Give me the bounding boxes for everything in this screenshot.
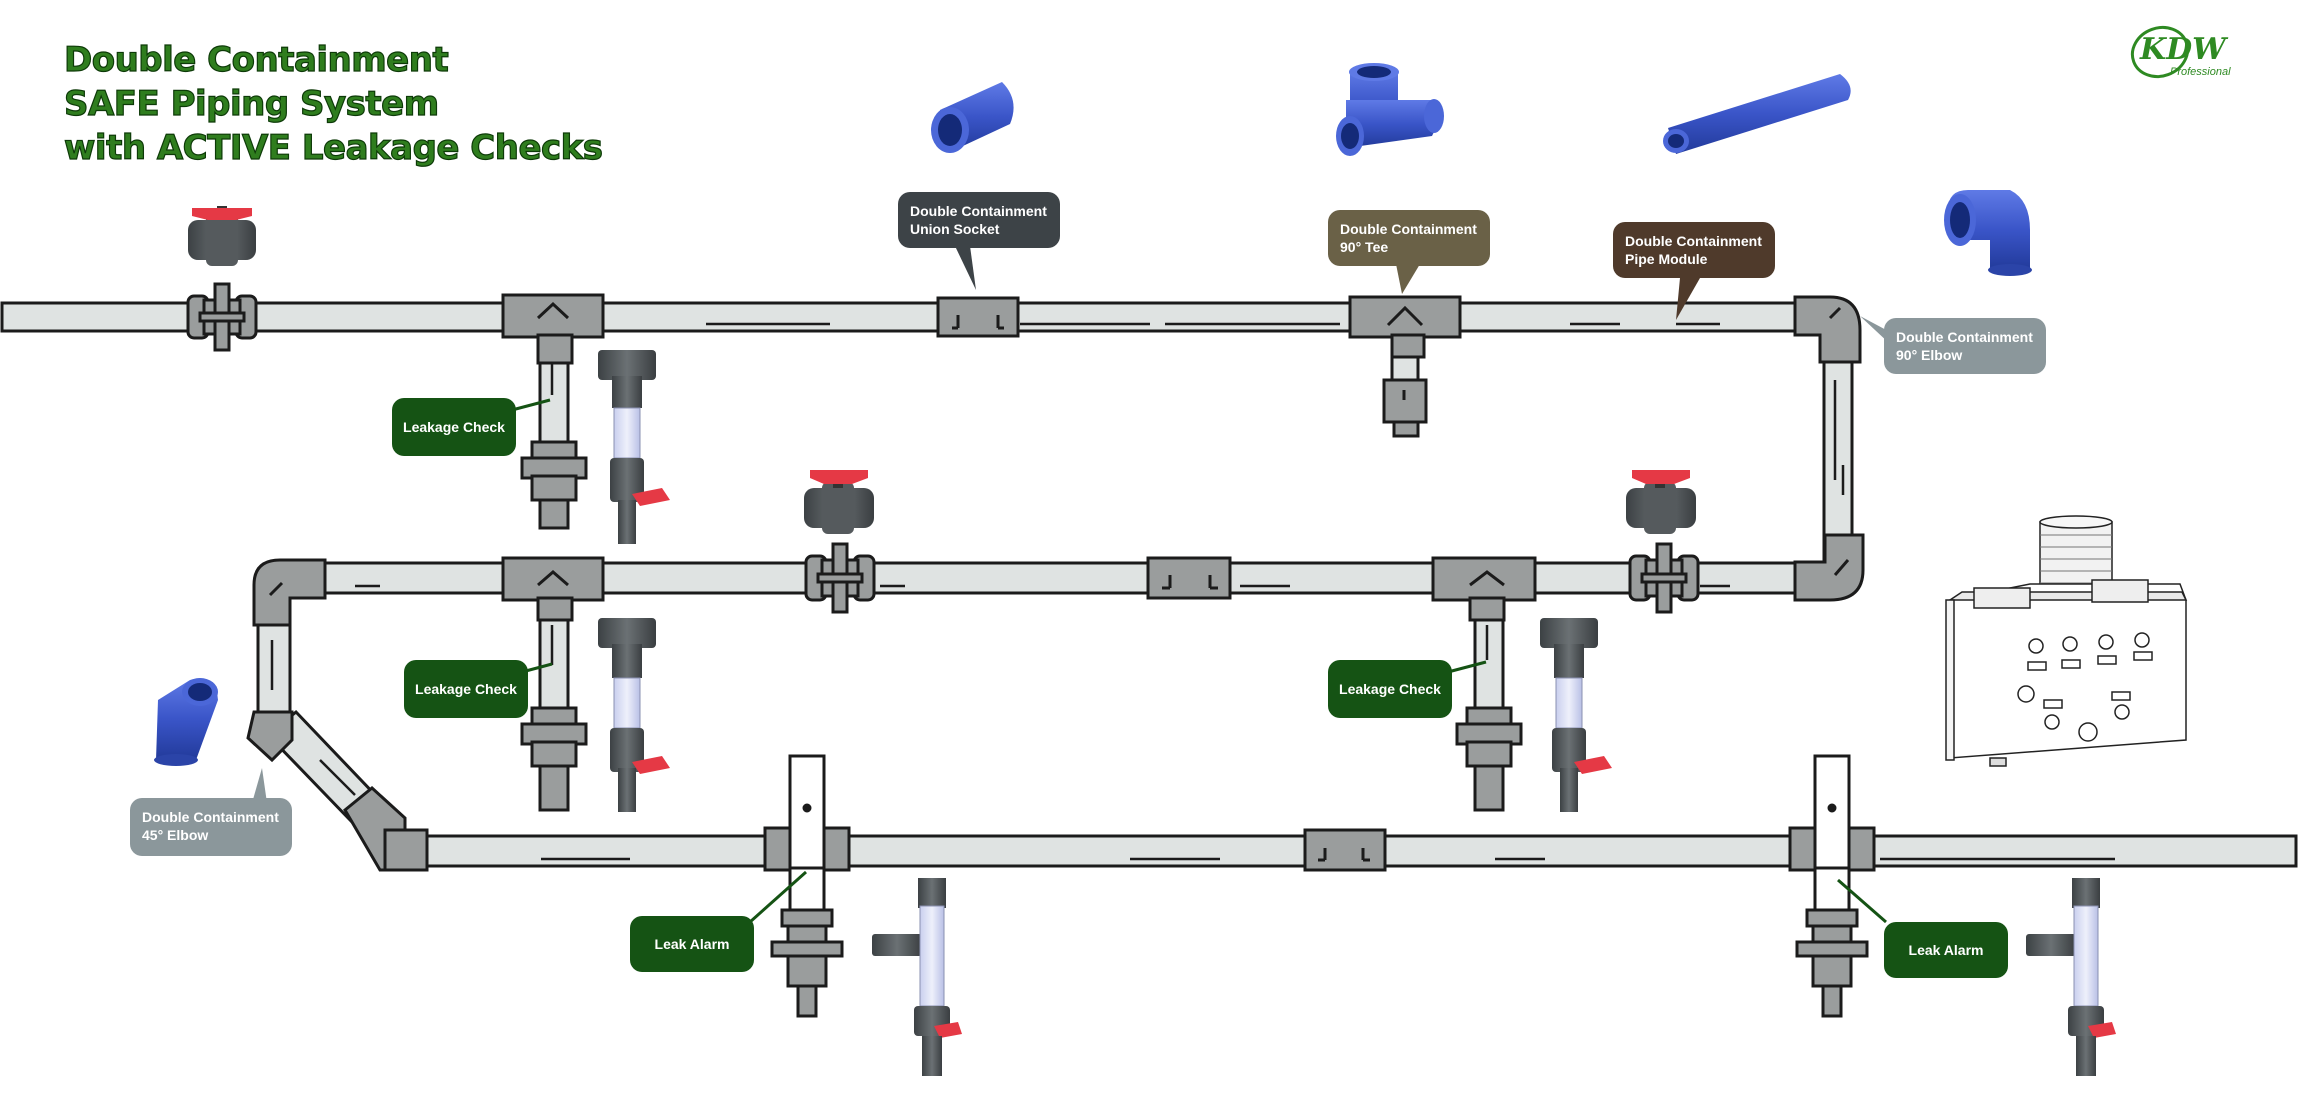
callout-label: Leakage Check [415, 681, 517, 697]
callout-tee-90: Double Containment 90° Tee [1328, 210, 1490, 266]
callout-line-1: Double Containment [1340, 221, 1477, 237]
callout-pipe-module: Double Containment Pipe Module [1613, 222, 1775, 278]
leak-alarm-control-panel-icon [1945, 515, 2188, 767]
tee-90-fitting [1348, 295, 1462, 339]
callout-line-1: Double Containment [142, 809, 279, 825]
callout-line-1: Double Containment [1625, 233, 1762, 249]
tee-fitting [501, 293, 605, 339]
fittings [246, 293, 1865, 872]
callout-line-2: Pipe Module [1625, 251, 1708, 267]
leak-alarm-sensor-1 [872, 878, 962, 1076]
union-socket-fitting [936, 296, 1020, 338]
kdw-logo: KDW Professional [2120, 22, 2240, 84]
elbow-90-fitting [1793, 295, 1862, 364]
leak-alarm-tee-1 [763, 754, 851, 1018]
inline-valve-mid-right [1628, 542, 1700, 614]
branch-union-3 [1455, 706, 1523, 812]
ball-valve-icon [188, 206, 256, 266]
callout-line-2: 90° Elbow [1896, 347, 1963, 363]
title-line-2: SAFE Piping System [63, 83, 439, 124]
callout-leak-alarm-2: Leak Alarm [1884, 922, 2008, 978]
leak-alarm-sensor-2 [2026, 878, 2116, 1076]
callout-elbow-45: Double Containment 45° Elbow [130, 798, 292, 856]
inner-pipe-lines [270, 322, 2115, 861]
callout-leak-alarm-1: Leak Alarm [630, 916, 754, 972]
logo-swoosh-icon [2130, 25, 2190, 79]
callout-pointers [250, 246, 1890, 924]
callout-leakage-check-2: Leakage Check [404, 660, 528, 718]
callout-line-1: Double Containment [1896, 329, 2033, 345]
callout-line-2: Union Socket [910, 221, 1000, 237]
callout-union-socket: Double Containment Union Socket [898, 192, 1060, 248]
callout-label: Leak Alarm [654, 936, 730, 952]
callout-label: Leak Alarm [1908, 942, 1984, 958]
callout-leakage-check-1: Leakage Check [392, 398, 516, 456]
sight-glass-assembly-2 [598, 618, 670, 812]
title-line-1: Double Containment [63, 39, 449, 80]
sight-glass-assembly-3 [1540, 618, 1612, 812]
inline-valve-top [186, 282, 258, 352]
ball-valve-icon [1626, 470, 1696, 534]
blue-tee-icon [1336, 63, 1444, 156]
branch-union-2 [520, 706, 588, 812]
blue-elbow-45-icon [154, 678, 218, 766]
leak-alarm-tee-2 [1788, 754, 1876, 1018]
callout-line-1: Double Containment [910, 203, 1047, 219]
logo-subtext: Professional [2170, 66, 2231, 78]
ball-valve-icon [804, 470, 874, 534]
blue-elbow-90-icon [1944, 190, 2032, 276]
callout-line-2: 45° Elbow [142, 827, 209, 843]
sight-glass-assembly-1 [598, 350, 670, 544]
callout-label: Leakage Check [1339, 681, 1441, 697]
pipe-runs [0, 301, 2298, 868]
blue-socket-icon [931, 82, 1014, 153]
inline-valve-mid-left [804, 542, 876, 614]
blue-pipe-module-icon [1663, 74, 1851, 154]
callout-leakage-check-3: Leakage Check [1328, 660, 1452, 718]
callout-label: Leakage Check [403, 419, 505, 435]
callout-elbow-90: Double Containment 90° Elbow [1884, 318, 2046, 374]
branch-union-1 [520, 440, 588, 530]
logo-text: KDW [2140, 32, 2226, 67]
title-line-3: with ACTIVE Leakage Checks [63, 127, 603, 168]
diagram-title: Double Containment SAFE Piping System wi… [63, 38, 603, 170]
callout-line-2: 90° Tee [1340, 239, 1389, 255]
